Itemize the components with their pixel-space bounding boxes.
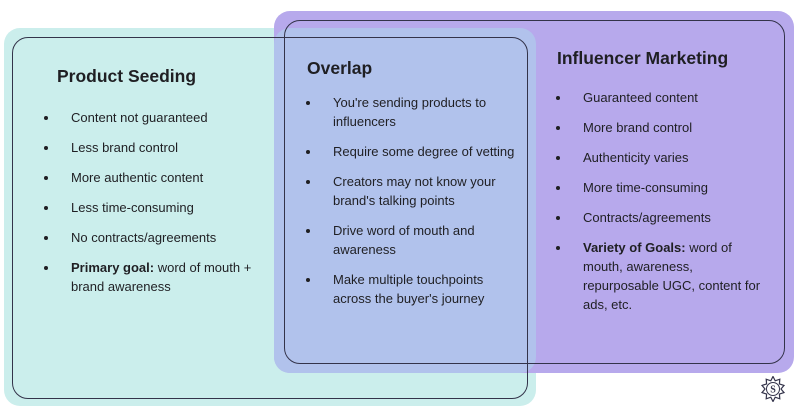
- list-item: More brand control: [556, 118, 771, 137]
- list-item: Content not guaranteed: [44, 108, 254, 127]
- list-item: Variety of Goals: word of mouth, awarene…: [556, 238, 771, 314]
- list-item: Primary goal: word of mouth + brand awar…: [44, 258, 254, 296]
- overlap-title: Overlap: [307, 58, 373, 78]
- product-seeding-title: Product Seeding: [57, 66, 197, 86]
- list-item: Make multiple touchpoints across the buy…: [306, 270, 516, 308]
- list-item: More authentic content: [44, 168, 254, 187]
- list-item: Authenticity varies: [556, 148, 771, 167]
- product-seeding-list: Content not guaranteed Less brand contro…: [44, 108, 254, 307]
- svg-text:S: S: [770, 385, 776, 396]
- list-item: You're sending products to influencers: [306, 93, 516, 131]
- starburst-logo-icon: S: [760, 376, 786, 402]
- list-item: No contracts/agreements: [44, 228, 254, 247]
- overlap-region: [274, 28, 536, 373]
- influencer-marketing-title: Influencer Marketing: [557, 48, 729, 68]
- list-item: Less time-consuming: [44, 198, 254, 217]
- list-item: Guaranteed content: [556, 88, 771, 107]
- influencer-marketing-list: Guaranteed content More brand control Au…: [556, 88, 771, 325]
- list-item: More time-consuming: [556, 178, 771, 197]
- list-item: Require some degree of vetting: [306, 142, 516, 161]
- product-seeding-outline: [12, 37, 528, 399]
- list-item: Creators may not know your brand's talki…: [306, 172, 516, 210]
- influencer-marketing-outline: [284, 20, 785, 364]
- list-item: Less brand control: [44, 138, 254, 157]
- list-item: Contracts/agreements: [556, 208, 771, 227]
- overlap-list: You're sending products to influencers R…: [306, 93, 516, 319]
- list-item: Drive word of mouth and awareness: [306, 221, 516, 259]
